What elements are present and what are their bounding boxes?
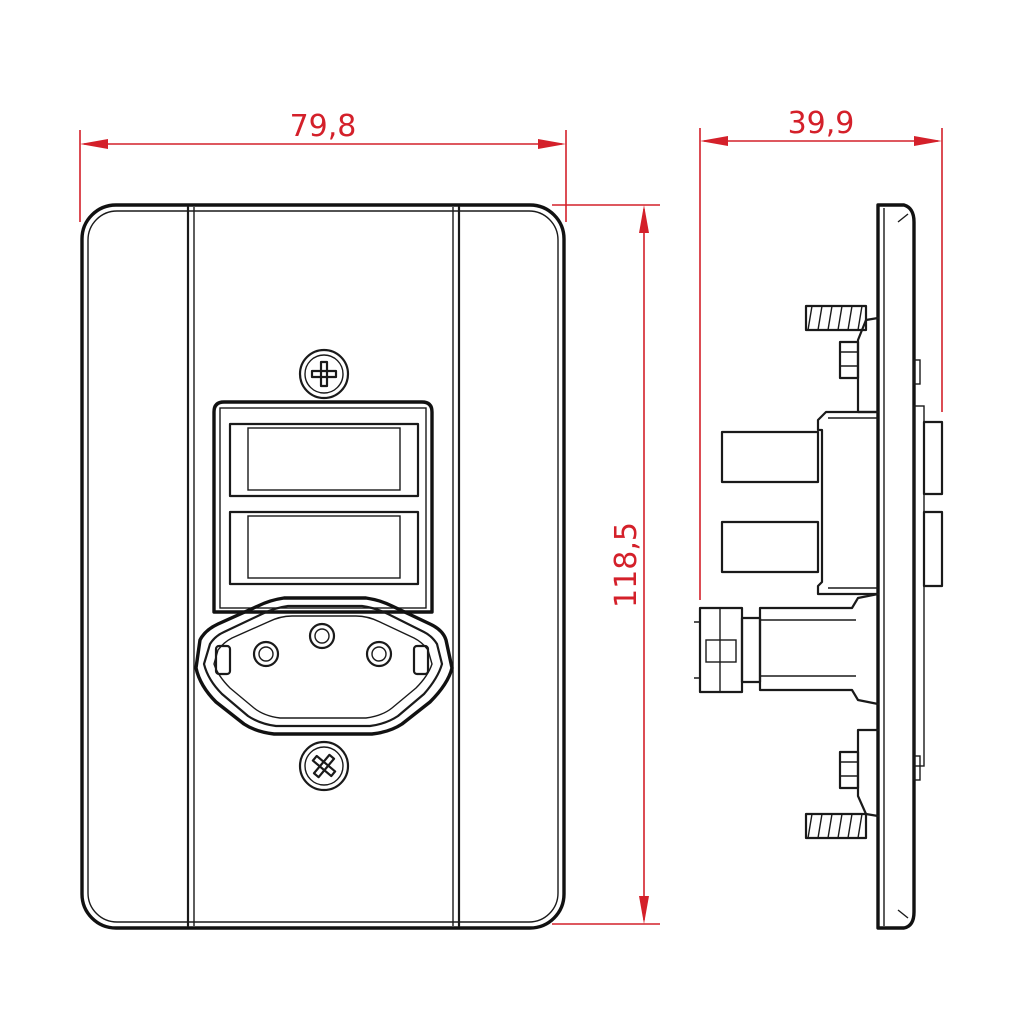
width-label: 79,8 bbox=[290, 109, 357, 144]
switch-module bbox=[212, 400, 434, 614]
upper-switch bbox=[228, 422, 420, 498]
height-label: 118,5 bbox=[609, 522, 644, 608]
wall-plate bbox=[80, 203, 566, 930]
top-screw bbox=[298, 348, 350, 400]
power-outlet bbox=[194, 596, 454, 736]
lower-switch bbox=[228, 510, 420, 586]
side-bottom-screw bbox=[804, 750, 868, 840]
dimension-height: 118,5 bbox=[552, 204, 660, 925]
side-view bbox=[694, 203, 944, 930]
dimension-width: 79,8 bbox=[79, 109, 567, 222]
left-hole bbox=[252, 640, 280, 668]
center-hole bbox=[308, 622, 336, 650]
side-top-screw bbox=[804, 304, 868, 380]
side-outlet-terminal bbox=[694, 592, 880, 706]
plate-profile bbox=[876, 203, 916, 930]
front-view bbox=[80, 203, 566, 930]
bottom-screw bbox=[298, 740, 350, 792]
depth-label: 39,9 bbox=[788, 106, 855, 141]
right-hole bbox=[365, 640, 393, 668]
side-switch-body bbox=[720, 410, 880, 596]
dimension-depth: 39,9 bbox=[699, 106, 943, 600]
